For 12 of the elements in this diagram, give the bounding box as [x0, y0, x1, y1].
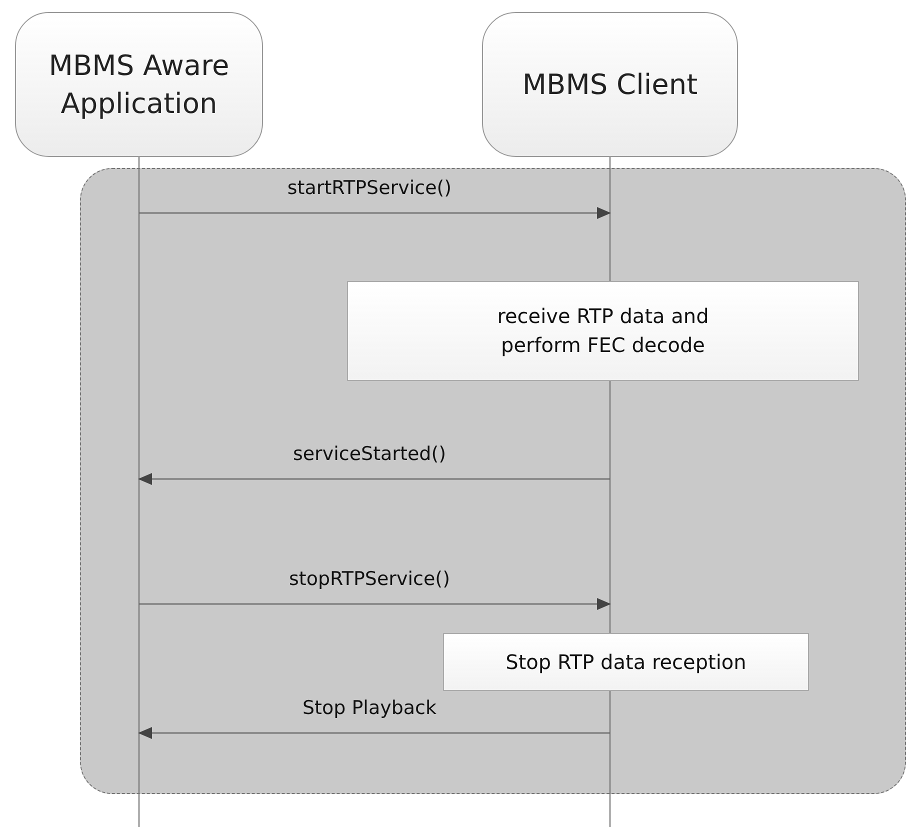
message-arrow: [139, 598, 611, 610]
edge-label: startRTPService(): [287, 177, 452, 199]
lifeline-head-box: MBMS Client: [482, 12, 738, 157]
process-box: Stop RTP data reception: [443, 633, 809, 691]
message-arrow: [139, 207, 611, 219]
edge-label: Stop Playback: [302, 697, 436, 719]
edge-label: serviceStarted(): [292, 443, 446, 465]
message-arrow: [138, 473, 610, 485]
lifeline-head-box: MBMS Aware Application: [15, 12, 263, 157]
process-box: receive RTP data and perform FEC decode: [347, 281, 859, 381]
message-arrow: [138, 727, 610, 739]
edge-label: stopRTPService(): [289, 568, 450, 590]
